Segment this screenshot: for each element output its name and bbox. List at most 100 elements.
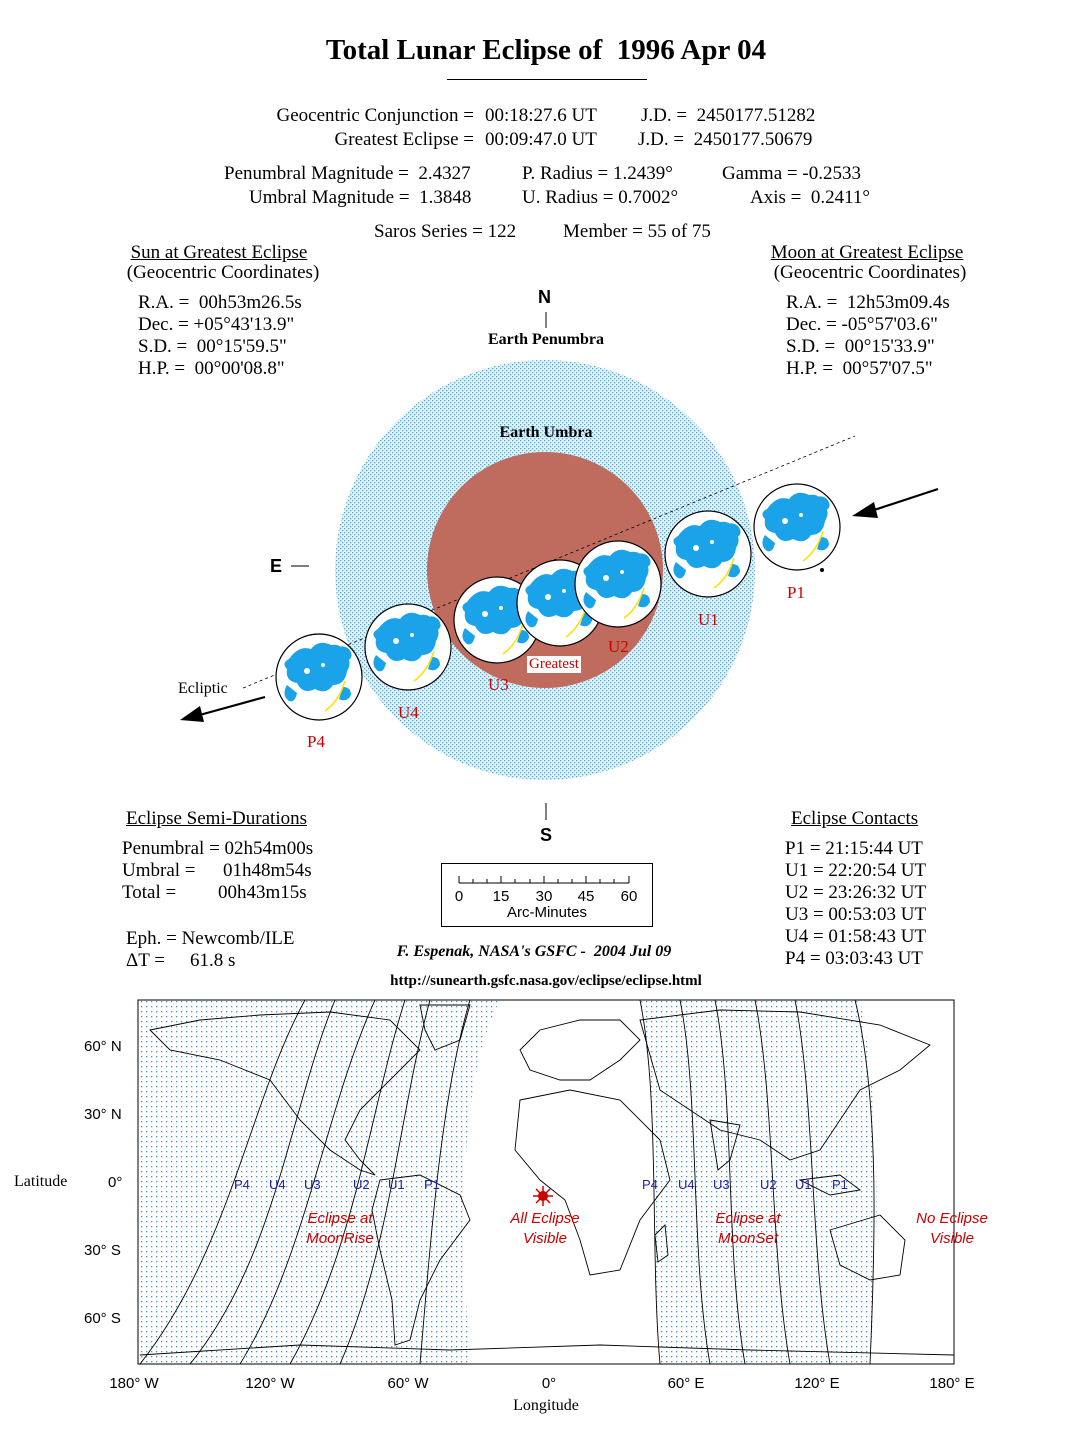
contact-label-p1: P1 [787,583,805,602]
greatest-eclipse-label: Greatest Eclipse = [334,129,474,150]
scale-tick-60: 60 [620,888,638,905]
scale-tick-15: 15 [492,888,510,905]
map-east-u1: U1 [795,1177,812,1192]
map-east-p4: P4 [642,1177,658,1192]
contact-u2: U2 = 23:26:32 UT [785,882,927,903]
source-url[interactable]: http://sunearth.gsfc.nasa.gov/eclipse/ec… [390,973,702,989]
moon-dec: Dec. = -05°57'03.6" [786,314,938,335]
semi-umbral-value: 01h48m54s [223,860,312,881]
moon-u4 [364,603,452,691]
region-all-line1: All Eclipse [510,1210,580,1227]
region-none-line2: Visible [930,1230,974,1247]
map-west-u3: U3 [304,1177,321,1192]
delta-t-label: ΔT = [126,950,165,971]
penumbra-label: Earth Penumbra [488,331,604,348]
contact-label-u3: U3 [488,675,509,694]
lat-label-30s: 30° S [84,1242,121,1259]
map-west-u2: U2 [353,1177,370,1192]
saros-member: Member = 55 of 75 [563,221,711,242]
greatest-eclipse-jd: J.D. = 2450177.50679 [638,129,813,150]
lon-label-120w: 120° W [245,1375,295,1392]
lon-label-180e: 180° E [929,1375,975,1392]
longitude-axis-title: Longitude [513,1397,579,1414]
semi-total-value: 00h43m15s [218,882,307,903]
region-moonset-line2: MoonSet [717,1230,779,1247]
title-underline [447,79,647,80]
lat-label-60s: 60° S [84,1310,121,1327]
axis-value: Axis = 0.2411° [750,187,871,208]
geo-conjunction-label: Geocentric Conjunction = [276,105,475,126]
umbra-label: Earth Umbra [499,424,593,441]
moon-p1 [753,483,841,571]
scale-tick-45: 45 [577,888,595,905]
saros-series: Saros Series = 122 [374,221,517,242]
sun-sd: S.D. = 00°15'59.5" [138,336,287,357]
map-east-u4: U4 [678,1177,695,1192]
sun-dec: Dec. = +05°43'13.9" [138,314,295,335]
contacts-heading: Eclipse Contacts [791,808,919,829]
map-east-u3: U3 [713,1177,730,1192]
moon-ra: R.A. = 12h53m09.4s [786,292,950,313]
moon-u1 [664,510,752,598]
map-east-p1: P1 [832,1177,848,1192]
contact-p1: P1 = 21:15:44 UT [785,838,923,859]
sun-ra: R.A. = 00h53m26.5s [138,292,302,313]
greatest-eclipse-time: 00:09:47.0 UT [485,129,597,150]
moon-p4 [275,633,363,721]
region-moonrise-line2: MoonRise [306,1230,374,1247]
umbral-magnitude: Umbral Magnitude = 1.3848 [249,187,472,208]
map-west-p1: P1 [424,1177,440,1192]
sun-marker-icon [533,1186,553,1206]
map-west-u4: U4 [269,1177,286,1192]
lon-label-60w: 60° W [387,1375,429,1392]
moon-hp: H.P. = 00°57'07.5" [786,358,933,379]
moon-u2 [574,540,662,628]
credit-line: F. Espenak, NASA's GSFC - 2004 Jul 09 [396,943,672,960]
lat-label-0: 0° [108,1174,123,1191]
semi-umbral-label: Umbral = [122,860,196,881]
scale-tick-30: 30 [535,888,553,905]
scale-tick-0: 0 [454,888,464,905]
semi-total-label: Total = [122,882,177,903]
penumbral-magnitude: Penumbral Magnitude = 2.4327 [224,163,471,184]
semi-penumbral: Penumbral = 02h54m00s [122,838,314,859]
scale-label: Arc-Minutes [506,904,588,921]
region-moonset-line1: Eclipse at [715,1210,781,1227]
sun-heading: Sun at Greatest Eclipse [130,242,308,263]
region-moonrise-line1: Eclipse at [307,1210,373,1227]
map-west-u1: U1 [388,1177,405,1192]
moon-subheading: (Geocentric Coordinates) [773,262,967,283]
south-label: S [540,825,553,845]
contact-p4: P4 = 03:03:43 UT [785,948,923,969]
contact-label-u1: U1 [698,610,719,629]
page-title: Total Lunar Eclipse of 1996 Apr 04 [325,34,767,66]
moon-sd: S.D. = 00°15'33.9" [786,336,935,357]
geo-conjunction-jd: J.D. = 2450177.51282 [641,105,816,126]
arc-minute-scale: 0 15 30 45 60 Arc-Minutes [441,863,653,927]
contact-u3: U3 = 00:53:03 UT [785,904,927,925]
map-east-u2: U2 [760,1177,777,1192]
ephemeris: Eph. = Newcomb/ILE [126,928,295,949]
semi-durations-heading: Eclipse Semi-Durations [126,808,307,829]
lon-label-60e: 60° E [667,1375,705,1392]
contact-u1: U1 = 22:20:54 UT [785,860,927,881]
contact-label-u2: U2 [608,637,629,656]
eclipse-diagram [180,312,939,820]
sun-hp: H.P. = 00°00'08.8" [138,358,285,379]
latitude-axis-title: Latitude [14,1173,68,1190]
region-none-line1: No Eclipse [916,1210,988,1227]
sun-subheading: (Geocentric Coordinates) [126,262,320,283]
lon-label-120e: 120° E [794,1375,840,1392]
penumbral-radius: P. Radius = 1.2439° [522,163,673,184]
lat-label-30n: 30° N [84,1106,122,1123]
lon-label-0: 0° [541,1375,557,1392]
gamma-value: Gamma = -0.2533 [722,163,861,184]
contact-label-p4: P4 [307,732,325,751]
contact-label-greatest: Greatest [527,656,581,673]
visibility-map [137,999,955,1365]
region-all-line2: Visible [523,1230,567,1247]
contact-u4: U4 = 01:58:43 UT [785,926,927,947]
geo-conjunction-time: 00:18:27.6 UT [485,105,597,126]
map-west-p4: P4 [234,1177,250,1192]
